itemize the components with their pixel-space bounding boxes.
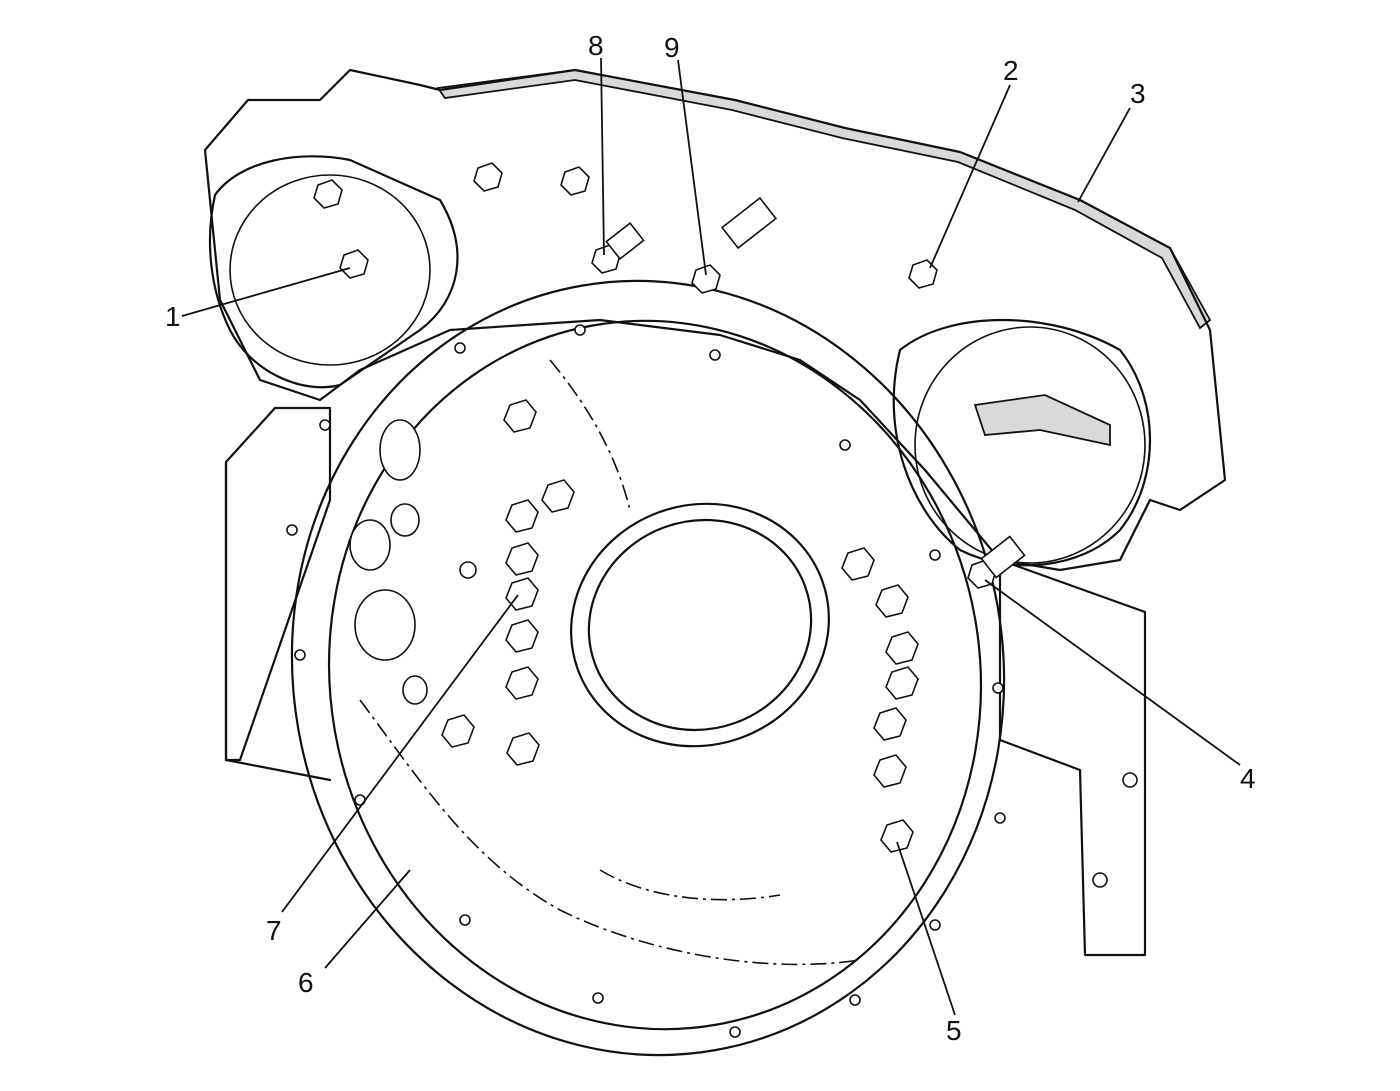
callout-3: 3 [1130, 78, 1146, 109]
callout-1: 1 [165, 301, 181, 332]
bolt-pattern-left [441, 399, 575, 766]
bolt-pattern-right [841, 547, 919, 853]
callout-4: 4 [1240, 763, 1256, 794]
cover-gasket [973, 394, 1111, 447]
right-block [998, 558, 1147, 957]
left-block [224, 406, 332, 762]
left-access-opening [208, 155, 459, 389]
callout-5: 5 [946, 1015, 962, 1046]
upper-housing [203, 68, 1227, 572]
top-fasteners [313, 162, 1026, 589]
right-access-opening [892, 318, 1151, 567]
central-bore [570, 502, 830, 748]
top-gasket [436, 69, 1212, 330]
flange-holes [286, 324, 1006, 1038]
inner-flange [327, 319, 983, 1031]
callout-9: 9 [664, 32, 680, 63]
callout-2: 2 [1003, 55, 1019, 86]
callout-8: 8 [588, 30, 604, 61]
leader-lines [181, 57, 1241, 1016]
callout-7: 7 [266, 915, 282, 946]
outer-flange [290, 279, 1006, 1057]
callout-6: 6 [298, 967, 314, 998]
